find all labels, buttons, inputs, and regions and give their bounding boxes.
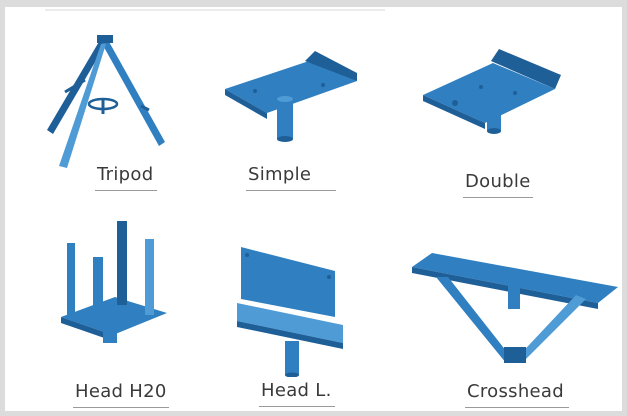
product-label: Crosshead <box>467 381 564 402</box>
simple-head-image <box>215 47 365 147</box>
head-h20-image <box>55 217 185 347</box>
frame-accent-line <box>45 9 385 11</box>
label-underline <box>73 407 169 408</box>
label-underline <box>463 197 533 198</box>
product-label: Tripod <box>97 164 154 185</box>
label-underline <box>465 407 569 408</box>
product-label: Double <box>465 171 531 192</box>
product-label: Head L. <box>261 380 332 401</box>
label-underline <box>246 190 336 191</box>
crosshead-image <box>410 249 620 377</box>
head-l-image <box>233 245 353 377</box>
product-label: Head H20 <box>75 381 167 402</box>
product-label: Simple <box>248 164 312 185</box>
label-underline <box>95 190 157 191</box>
label-underline <box>259 406 335 407</box>
double-head-image <box>415 45 565 145</box>
tripod-image <box>45 32 175 172</box>
